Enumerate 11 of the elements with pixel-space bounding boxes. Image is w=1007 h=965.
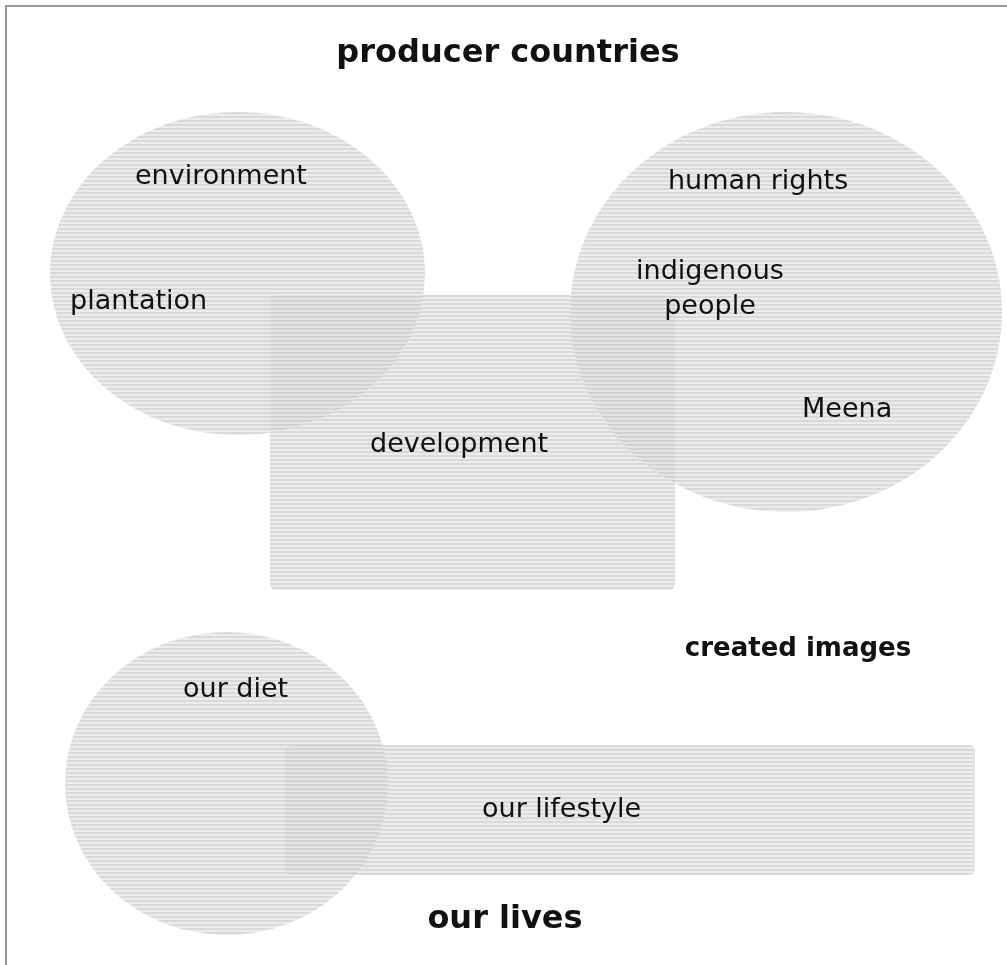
region-label: our diet: [183, 671, 289, 705]
region-label: plantation: [70, 283, 208, 317]
region-label: Meena: [802, 391, 893, 425]
region-label: environment: [135, 158, 307, 192]
region-label: our lifestyle: [482, 791, 642, 825]
section-heading: our lives: [427, 898, 583, 936]
section-heading: producer countries: [336, 32, 680, 70]
region-label: indigenous people: [635, 253, 785, 323]
region-label: development: [370, 426, 549, 460]
region-label: human rights: [668, 163, 849, 197]
section-heading: created images: [684, 632, 912, 662]
